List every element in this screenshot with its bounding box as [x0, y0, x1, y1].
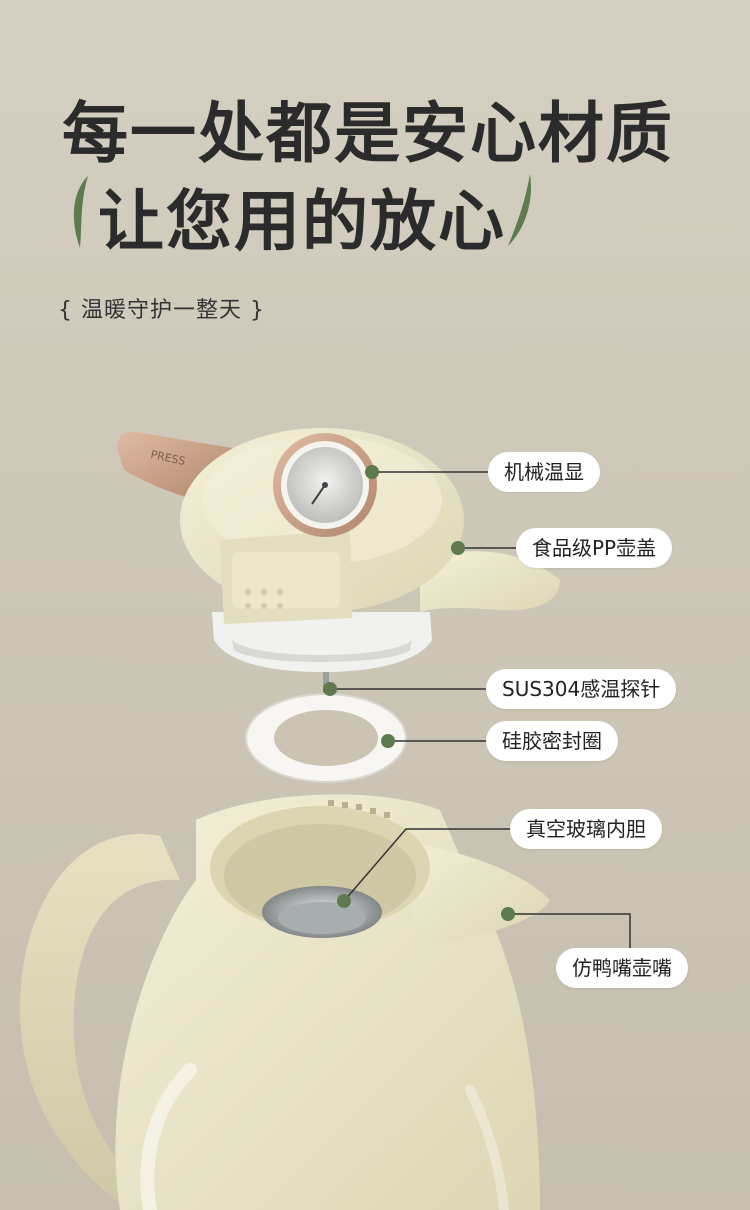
silicone-ring [245, 693, 407, 783]
left-leaf-icon [73, 176, 88, 248]
callout-silicone-ring: 硅胶密封圈 [486, 721, 618, 761]
callout-duckbill-spout: 仿鸭嘴壶嘴 [556, 948, 688, 988]
callout-pp-lid: 食品级PP壶盖 [516, 528, 673, 568]
callout-mechanical-thermometer: 机械温显 [488, 452, 600, 492]
thermos-body [20, 794, 550, 1210]
tagline: { 温暖守护一整天 } [58, 298, 265, 323]
lid: PRESS [116, 428, 560, 672]
right-leaf-icon [508, 174, 532, 246]
leader-lines [330, 471, 631, 948]
subline: 让您用的放心 [98, 183, 506, 260]
callout-vacuum-liner: 真空玻璃内胆 [510, 809, 662, 849]
callout-sus304-probe: SUS304感温探针 [486, 669, 677, 709]
headline: 每一处都是安心材质 [62, 95, 674, 172]
leader-dots [323, 465, 515, 921]
